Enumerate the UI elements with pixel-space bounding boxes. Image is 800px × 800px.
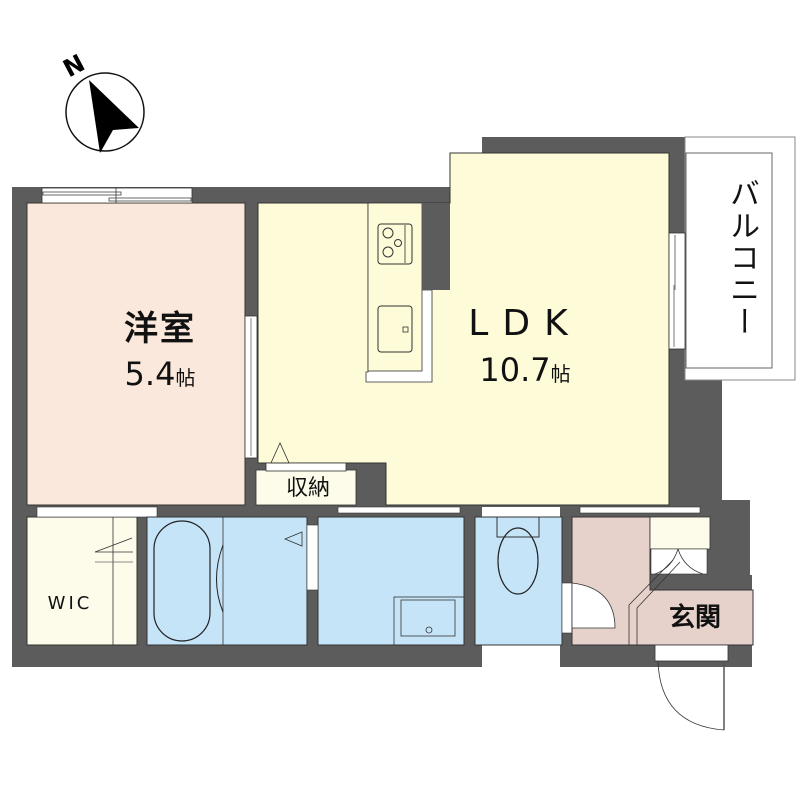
western-room-name: 洋室 [124,309,196,349]
window-ldk-balcony [668,232,686,350]
western-room-area: 5.4 [124,355,176,393]
compass-icon [65,72,145,153]
toilet-room [474,516,563,646]
front-door [657,660,725,731]
balcony [684,136,796,381]
ldk-area-unit: 帖 [550,362,571,386]
washing-machine-icon [393,596,465,646]
window-western-top [41,187,193,204]
toilet-icon [496,516,540,595]
ldk-name: LDK [468,303,582,344]
entrance-label: 玄関 [668,603,721,633]
western-room-area-unit: 帖 [175,366,196,390]
ldk-area: 10.7 [479,351,551,389]
sliding-door-western-ldk [244,315,258,459]
balcony-label: バルコニー [724,178,759,338]
bathroom [146,516,308,646]
kitchen-counter [365,202,433,383]
storage-label: 収納 [285,476,330,501]
storage-room [255,469,357,506]
shoe-cabinet [649,516,711,550]
kitchen-wall [422,203,450,290]
bathtub-icon [153,520,211,642]
wic-label: WIC [47,593,93,614]
wic-room [26,516,138,646]
ldk-label: LDK 10.7帖 [440,303,610,389]
door-arrow-icon [270,442,290,464]
washroom [317,516,465,646]
western-room-label: 洋室 5.4帖 [60,312,260,390]
western-room [26,202,246,506]
